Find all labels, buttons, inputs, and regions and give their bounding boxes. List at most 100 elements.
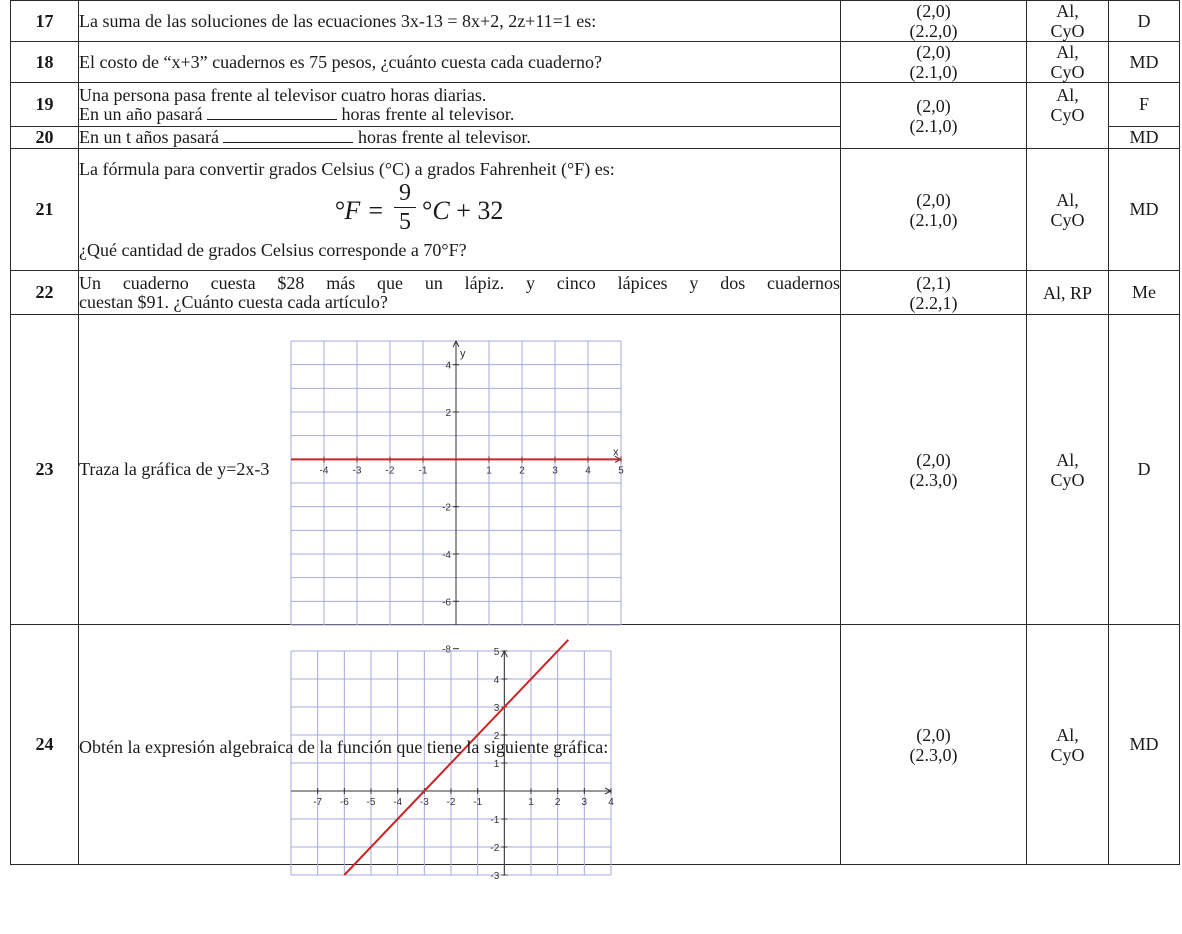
y-tick-label: 2	[445, 408, 451, 419]
y-tick-label: -3	[490, 871, 499, 882]
difficulty-level: D	[1108, 314, 1180, 625]
x-tick-label: -4	[393, 797, 402, 808]
category-line: Al,	[1056, 724, 1079, 745]
category-line: Al,	[1056, 42, 1079, 62]
question-number: 24	[10, 624, 79, 865]
y-tick-label: 2	[494, 731, 500, 742]
code-line: (2,0)	[916, 724, 951, 745]
x-tick-label: 5	[618, 465, 624, 476]
code-line: (2.1,0)	[909, 209, 958, 230]
table-row: 22 Un cuaderno cuesta $28 más que un láp…	[10, 270, 1180, 315]
difficulty-level: MD	[1108, 126, 1180, 149]
x-tick-label: -4	[320, 465, 329, 476]
y-tick-label: 3	[494, 703, 500, 714]
skill-codes: (2,0) (2.1,0)	[840, 148, 1027, 271]
skill-codes: (2,0) (2.1,0)	[840, 82, 1027, 149]
category-line: CyO	[1050, 105, 1085, 125]
y-tick-label: 5	[494, 647, 500, 658]
question-text: La fórmula para convertir grados Celsius…	[78, 148, 841, 271]
y-axis-label: y	[460, 348, 466, 360]
category-line: Al,	[1056, 189, 1079, 210]
question-text: Un cuaderno cuesta $28 más que un lápiz.…	[78, 270, 841, 315]
code-line: (2.1,0)	[909, 62, 958, 82]
x-tick-label: -2	[386, 465, 395, 476]
category-line: Al,	[1056, 449, 1079, 470]
question-line: Obtén la expresión algebraica de la func…	[79, 737, 609, 757]
difficulty-level: MD	[1108, 41, 1180, 83]
x-tick-label: 1	[486, 465, 492, 476]
question-line: En un t años pasará horas frente al tele…	[79, 128, 840, 147]
category-line: CyO	[1050, 21, 1085, 41]
question-number: 19	[10, 82, 79, 127]
exam-table: 17 La suma de las soluciones de las ecua…	[10, 0, 1180, 882]
skill-codes: (2,0) (2.2,0)	[840, 0, 1027, 42]
question-number: 23	[10, 314, 79, 625]
category-line: Al,	[1056, 85, 1079, 105]
answer-blank[interactable]	[206, 105, 337, 120]
skill-codes: (2,0) (2.3,0)	[840, 314, 1027, 625]
question-fragment: horas frente al televisor.	[341, 103, 515, 124]
question-fragment: horas frente al televisor.	[357, 127, 531, 147]
conversion-formula: °F = 9 5 °C + 32	[79, 179, 840, 241]
question-line: Traza la gráfica de y=2x-3	[79, 459, 270, 479]
x-tick-label: 4	[608, 797, 614, 808]
x-tick-label: -7	[313, 797, 322, 808]
category: Al, CyO	[1026, 41, 1109, 83]
difficulty-level: D	[1108, 0, 1180, 42]
question-line: ¿Qué cantidad de grados Celsius correspo…	[79, 239, 467, 260]
y-tick-label: -2	[490, 843, 499, 854]
category-line: CyO	[1050, 209, 1085, 230]
fraction-numerator: 9	[399, 179, 411, 206]
question-fragment: En un t años pasará	[79, 127, 219, 147]
question-number: 17	[10, 0, 79, 42]
question-line: cuestan $91. ¿Cuánto cuesta cada artícul…	[79, 291, 388, 312]
code-line: (2.2,0)	[909, 21, 958, 41]
degree-symbol: °	[422, 195, 433, 225]
table-row: 21 La fórmula para convertir grados Cels…	[10, 148, 1180, 271]
category: Al, CyO	[1026, 148, 1109, 271]
y-axis-arrow	[452, 339, 460, 348]
question-number: 18	[10, 41, 79, 83]
category-line: Al, RP	[1042, 282, 1093, 303]
y-tick-label: 4	[445, 361, 451, 372]
table-row: 19 Una persona pasa frente al televisor …	[10, 82, 1180, 149]
code-line: (2,0)	[916, 42, 951, 62]
x-tick-label: 3	[552, 465, 558, 476]
category-line: CyO	[1050, 469, 1085, 490]
x-tick-label: 2	[519, 465, 525, 476]
x-axis-label: x	[613, 446, 619, 458]
table-row: 17 La suma de las soluciones de las ecua…	[10, 0, 1180, 42]
difficulty-level: MD	[1108, 148, 1180, 271]
category-line: CyO	[1050, 62, 1085, 82]
y-tick-label: -1	[490, 815, 499, 826]
question-text: Obtén la expresión algebraica de la func…	[78, 624, 841, 882]
code-line: (2,0)	[916, 189, 951, 210]
question-line: La fórmula para convertir grados Celsius…	[79, 158, 615, 179]
question-line: El costo de “x+3” cuadernos es 75 pesos,…	[79, 51, 602, 72]
difficulty-level: MD	[1108, 624, 1180, 865]
question-number: 22	[10, 270, 79, 315]
x-tick-label: -2	[447, 797, 456, 808]
question-number: 20	[10, 126, 79, 149]
x-tick-label: -5	[367, 797, 376, 808]
x-tick-label: -1	[473, 797, 482, 808]
x-tick-label: 2	[555, 797, 561, 808]
question-text: En un t años pasará horas frente al tele…	[78, 126, 841, 149]
category: Al, CyO	[1026, 0, 1109, 42]
answer-blank[interactable]	[223, 128, 354, 143]
x-tick-label: 3	[582, 797, 588, 808]
question-text: Una persona pasa frente al televisor cua…	[78, 82, 841, 127]
skill-codes: (2,0) (2.1,0)	[840, 41, 1027, 83]
y-tick-label: 4	[494, 675, 500, 686]
category: Al, RP	[1026, 270, 1109, 315]
difficulty-level: F	[1108, 82, 1180, 127]
x-tick-label: -3	[353, 465, 362, 476]
x-tick-label: -3	[420, 797, 429, 808]
series-line	[343, 639, 570, 876]
y-tick-label: -4	[442, 550, 451, 561]
difficulty-level: Me	[1108, 270, 1180, 315]
